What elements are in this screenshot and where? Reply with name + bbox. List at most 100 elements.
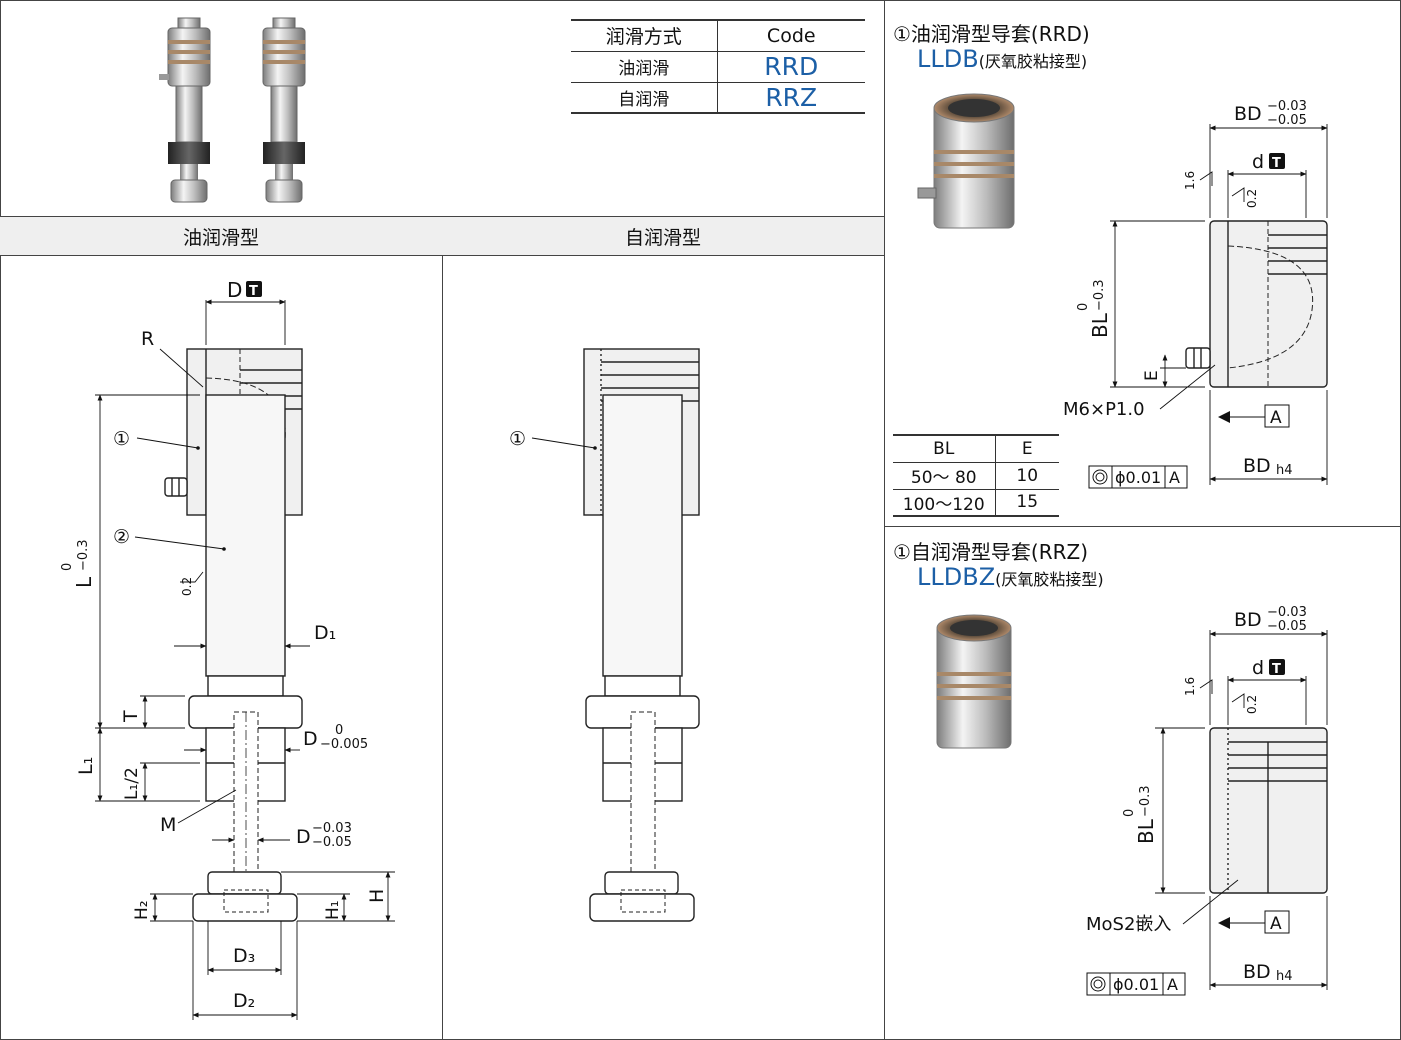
T-badge-label: T bbox=[1272, 156, 1281, 171]
dim-L1half-label: L₁/2 bbox=[122, 767, 142, 800]
rrd-h4-label: h4 bbox=[1276, 463, 1293, 478]
oil-lube-drawing bbox=[164, 348, 303, 922]
rrd-BD-upper: −0.03 bbox=[1267, 99, 1307, 114]
rrz-insert-label: MoS2嵌入 bbox=[1086, 914, 1171, 935]
rrz-note: (厌氧胶粘接型) bbox=[995, 570, 1104, 589]
rrz-dim-lines bbox=[1155, 630, 1328, 990]
be-e: 15 bbox=[995, 489, 1059, 517]
T-badge bbox=[1269, 659, 1285, 675]
dim-D-label: D bbox=[227, 278, 242, 302]
datum-arrow bbox=[1218, 411, 1230, 423]
header-self-lube: 自润滑型 bbox=[442, 216, 884, 256]
callout-2: ② bbox=[113, 526, 130, 548]
rrz-d-label: d bbox=[1252, 657, 1264, 679]
callout-1-self: ① bbox=[509, 428, 526, 450]
dim-M-label: M bbox=[160, 814, 176, 836]
rrz-BL-lower: −0.3 bbox=[1138, 785, 1153, 817]
rrd-title: ①油润滑型导套(RRD) bbox=[893, 22, 1090, 46]
be-header-e: E bbox=[995, 434, 1059, 463]
header-oil-label: 油润滑型 bbox=[182, 226, 259, 249]
dim-T-label: T bbox=[120, 710, 142, 723]
divider-right-rows bbox=[884, 526, 1401, 527]
rrz-section-drawing bbox=[1209, 727, 1328, 894]
leader-line bbox=[531, 437, 596, 449]
dim-R-label: R bbox=[141, 328, 154, 350]
leader-dot bbox=[222, 547, 226, 551]
rough-02-label: 0.2 bbox=[1245, 695, 1259, 714]
rrd-model: LLDB bbox=[917, 45, 979, 73]
be-header-bl: BL bbox=[893, 434, 996, 463]
be-bl: 100～120 bbox=[893, 489, 996, 517]
rrd-section-drawing bbox=[1185, 220, 1328, 388]
rrd-note: (厌氧胶粘接型) bbox=[978, 52, 1088, 71]
rrd-coax-frame bbox=[1088, 465, 1188, 489]
rrz-coax-frame bbox=[1086, 972, 1186, 996]
lube-method: 自润滑 bbox=[571, 82, 718, 114]
be-table-row: 50～ 80 10 bbox=[893, 462, 1059, 490]
T-badge bbox=[1269, 153, 1285, 169]
rrd-coax-value: ϕ0.01 bbox=[1115, 468, 1161, 487]
dim-H-label: H bbox=[366, 889, 388, 903]
be-e: 10 bbox=[995, 462, 1059, 490]
rrd-BL-group: BL 0 −0.3 bbox=[1076, 279, 1112, 338]
divider-center bbox=[442, 216, 443, 1040]
lube-table-header-method: 润滑方式 bbox=[571, 19, 718, 52]
leader-dot bbox=[196, 446, 200, 450]
rrd-BDh4-label: BD bbox=[1243, 455, 1271, 477]
rrz-model: LLDBZ bbox=[917, 563, 996, 591]
rough-02-label: 0.2 bbox=[180, 577, 194, 596]
be-table-row: 100～120 15 bbox=[893, 489, 1059, 517]
lube-table-header-code: Code bbox=[717, 19, 865, 52]
rrd-BL-lower: −0.3 bbox=[1092, 279, 1107, 311]
rough-02-label: 0.2 bbox=[1245, 189, 1259, 208]
be-bl: 50～ 80 bbox=[893, 462, 996, 490]
dim-D3-label: D₃ bbox=[233, 945, 255, 967]
T-badge bbox=[246, 281, 262, 297]
dim-Dfit-upper: 0 bbox=[335, 723, 343, 738]
rough-16-label: 1.6 bbox=[1183, 677, 1197, 696]
dim-Dshaft-lower: −0.05 bbox=[312, 835, 352, 850]
T-badge-label: T bbox=[249, 284, 258, 299]
rrz-coax-datum: A bbox=[1167, 975, 1178, 994]
callout-1: ① bbox=[113, 428, 130, 450]
dim-D2-label: D₂ bbox=[233, 990, 255, 1012]
datum-arrow bbox=[1218, 917, 1230, 929]
datum-A-box bbox=[1264, 404, 1290, 428]
dim-H2-label: H₂ bbox=[132, 900, 152, 920]
rrz-h4-label: h4 bbox=[1276, 969, 1293, 984]
rrd-BL-upper: 0 bbox=[1076, 303, 1091, 311]
lube-table-row: 自润滑 RRZ bbox=[571, 82, 865, 114]
dim-Dfit-label: D bbox=[303, 728, 318, 750]
rrz-BD-upper: −0.03 bbox=[1267, 605, 1307, 620]
lube-table-row: 油润滑 RRD bbox=[571, 51, 865, 83]
divider-right-column bbox=[884, 0, 885, 1040]
rrz-BDh4-label: BD bbox=[1243, 961, 1271, 983]
rrd-BD-label: BD bbox=[1234, 103, 1262, 125]
dim-Dshaft-label: D bbox=[296, 826, 311, 848]
dim-D1-label: D₁ bbox=[314, 622, 336, 644]
lube-code: RRZ bbox=[717, 82, 865, 114]
rrz-BD-label: BD bbox=[1234, 609, 1262, 631]
rrz-BL-label: BL bbox=[1134, 818, 1158, 844]
rrd-model-line: LLDB(厌氧胶粘接型) bbox=[917, 45, 1087, 73]
oil-dim-lines bbox=[95, 299, 395, 1020]
header-self-label: 自润滑型 bbox=[624, 226, 701, 249]
rrz-BL-group: BL 0 −0.3 bbox=[1122, 785, 1158, 844]
rrd-E-label: E bbox=[1142, 370, 1162, 381]
dim-L-upper: 0 bbox=[60, 563, 75, 571]
rrd-fitting-label: M6×P1.0 bbox=[1063, 399, 1145, 420]
rrz-title: ①自润滑型导套(RRZ) bbox=[893, 540, 1089, 564]
rrz-BL-upper: 0 bbox=[1122, 809, 1137, 817]
dim-H1-label: H₁ bbox=[323, 900, 343, 920]
rrd-BD-lower: −0.05 bbox=[1267, 113, 1307, 128]
product-photo-self bbox=[262, 17, 306, 203]
dim-L1-label: L₁ bbox=[75, 757, 97, 775]
dim-L-lower: −0.3 bbox=[76, 539, 91, 571]
leader-dot bbox=[593, 446, 597, 450]
T-badge-label: T bbox=[1272, 662, 1281, 677]
rrd-d-label: d bbox=[1252, 151, 1264, 173]
rrd-photo bbox=[917, 93, 1015, 229]
dim-L-label: L bbox=[72, 576, 96, 588]
lube-code-table: 润滑方式 Code 油润滑 RRD 自润滑 RRZ bbox=[571, 19, 865, 114]
